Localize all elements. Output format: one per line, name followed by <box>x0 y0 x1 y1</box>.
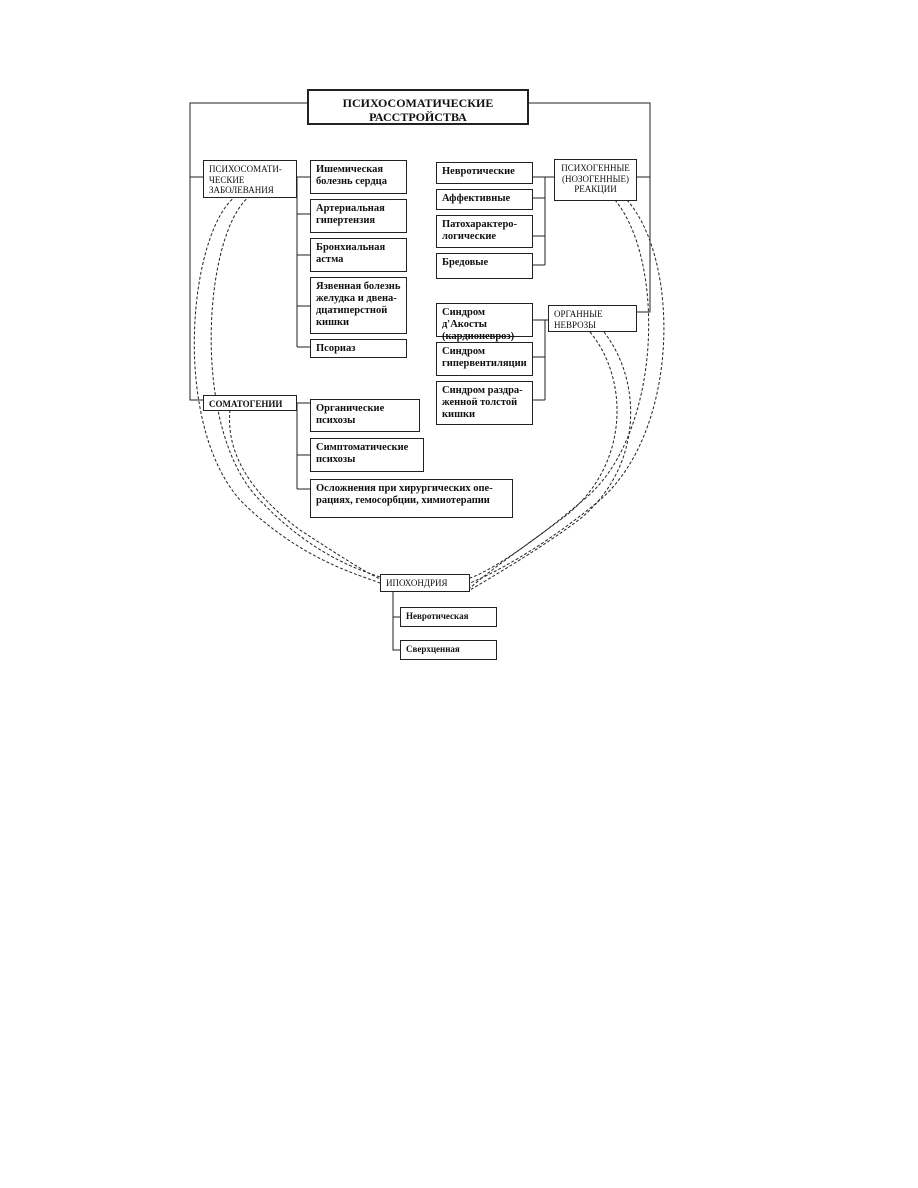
somatogeny-item: Органические психозы <box>310 399 420 432</box>
category-psychogenic-reactions: ПСИХОГЕННЫЕ (НОЗОГЕННЫЕ) РЕАКЦИИ <box>554 159 637 201</box>
neurosis-item: Синдром д'Акосты (кардионевроз) <box>436 303 533 342</box>
disease-item: Язвенная болезнь желудка и двена- дцатип… <box>310 277 407 334</box>
hypochondria-type: Невротическая <box>400 607 497 627</box>
neurosis-item: Синдром раздра- женной толстой кишки <box>436 381 533 425</box>
category-organ-neuroses: ОРГАННЫЕ НЕВРОЗЫ <box>548 305 637 332</box>
disease-item: Бронхиальная астма <box>310 238 407 272</box>
diagram-title: ПСИХОСОМАТИЧЕСКИЕ РАССТРОЙСТВА <box>307 89 529 125</box>
disease-item: Артериальная гипертензия <box>310 199 407 233</box>
line-title-neuroses <box>529 102 651 313</box>
reaction-item: Бредовые <box>436 253 533 279</box>
disease-item: Ишемическая болезнь сердца <box>310 160 407 194</box>
category-psychosomatic-diseases: ПСИХОСОМАТИ- ЧЕСКИЕ ЗАБОЛЕВАНИЯ <box>203 160 297 198</box>
neurosis-item: Синдром гипервентиляции <box>436 342 533 376</box>
hypochondria-type: Сверхценная <box>400 640 497 660</box>
category-hypochondria: ИПОХОНДРИЯ <box>380 574 470 592</box>
category-somatogenies: СОМАТОГЕНИИ <box>203 395 297 411</box>
reaction-item: Патохарактеро- логические <box>436 215 533 248</box>
somatogeny-item: Осложнения при хирургических опе- рациях… <box>310 479 513 518</box>
disease-item: Псориаз <box>310 339 407 358</box>
reaction-item: Невротические <box>436 162 533 184</box>
line-title-somatogenies <box>189 102 307 401</box>
reaction-item: Аффективные <box>436 189 533 210</box>
somatogeny-item: Симптоматические психозы <box>310 438 424 472</box>
